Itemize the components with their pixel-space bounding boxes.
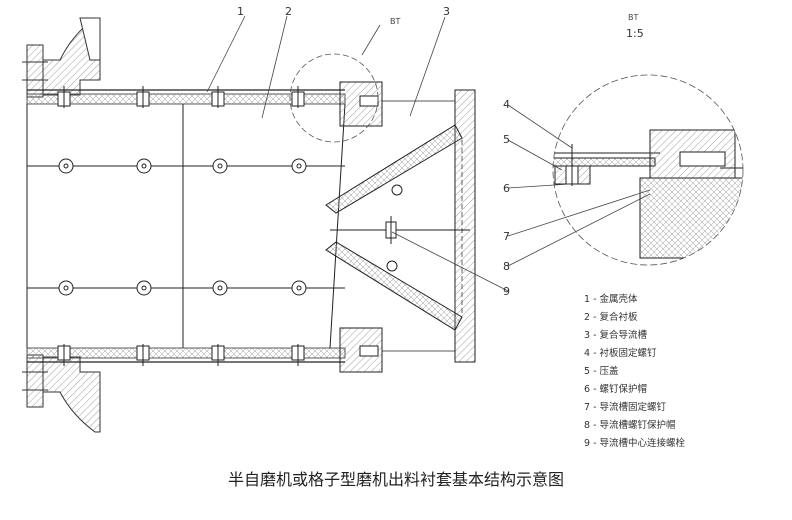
detail-view <box>553 129 743 259</box>
figure-caption: 半自磨机或格子型磨机出料衬套基本结构示意图 <box>228 470 564 489</box>
liner-bolts-top <box>57 86 305 108</box>
callout-4: 4 <box>503 98 510 111</box>
callout-1: 1 <box>237 5 244 18</box>
liner-bolts-bottom <box>57 344 305 366</box>
chute-bolts <box>385 184 403 272</box>
leader-lines <box>206 15 651 292</box>
liner-holes <box>58 158 307 296</box>
legend-item-2: 2 - 复合衬板 <box>584 311 638 323</box>
legend-item-8: 8 - 导流槽螺钉保护帽 <box>584 419 676 431</box>
metal-shell <box>27 89 345 363</box>
callout-bt: BT <box>390 17 400 26</box>
legend-item-1: 1 - 金属壳体 <box>584 293 638 305</box>
callout-8: 8 <box>503 260 510 273</box>
callout-2: 2 <box>285 5 292 18</box>
pressure-cover-bottom <box>339 327 383 373</box>
legend-item-5: 5 - 压盖 <box>584 365 619 377</box>
callout-3: 3 <box>443 5 450 18</box>
callout-5: 5 <box>503 133 510 146</box>
legend: 1 - 金属壳体 2 - 复合衬板 3 - 复合导流槽 4 - 衬板固定螺钉 5… <box>584 293 686 449</box>
detail-marker-circle <box>289 53 379 143</box>
detail-scale: 1:5 <box>626 27 644 40</box>
flange-bolts <box>22 61 48 391</box>
left-flange-bottom <box>26 354 101 433</box>
legend-item-3: 3 - 复合导流槽 <box>584 329 648 341</box>
detail-view-circle <box>552 74 744 266</box>
flow-chute <box>325 89 476 363</box>
legend-item-9: 9 - 导流槽中心连接螺栓 <box>584 437 686 449</box>
legend-item-7: 7 - 导流槽固定螺钉 <box>584 401 667 413</box>
callout-9: 9 <box>503 285 510 298</box>
callout-6: 6 <box>503 182 510 195</box>
pressure-cover-top <box>339 81 383 127</box>
legend-item-6: 6 - 螺钉保护帽 <box>584 383 647 395</box>
callout-7: 7 <box>503 230 510 243</box>
left-flange-top <box>26 17 101 98</box>
liner-body <box>26 103 346 349</box>
legend-item-4: 4 - 衬板固定螺钉 <box>584 347 657 359</box>
detail-name: BT <box>628 13 638 22</box>
